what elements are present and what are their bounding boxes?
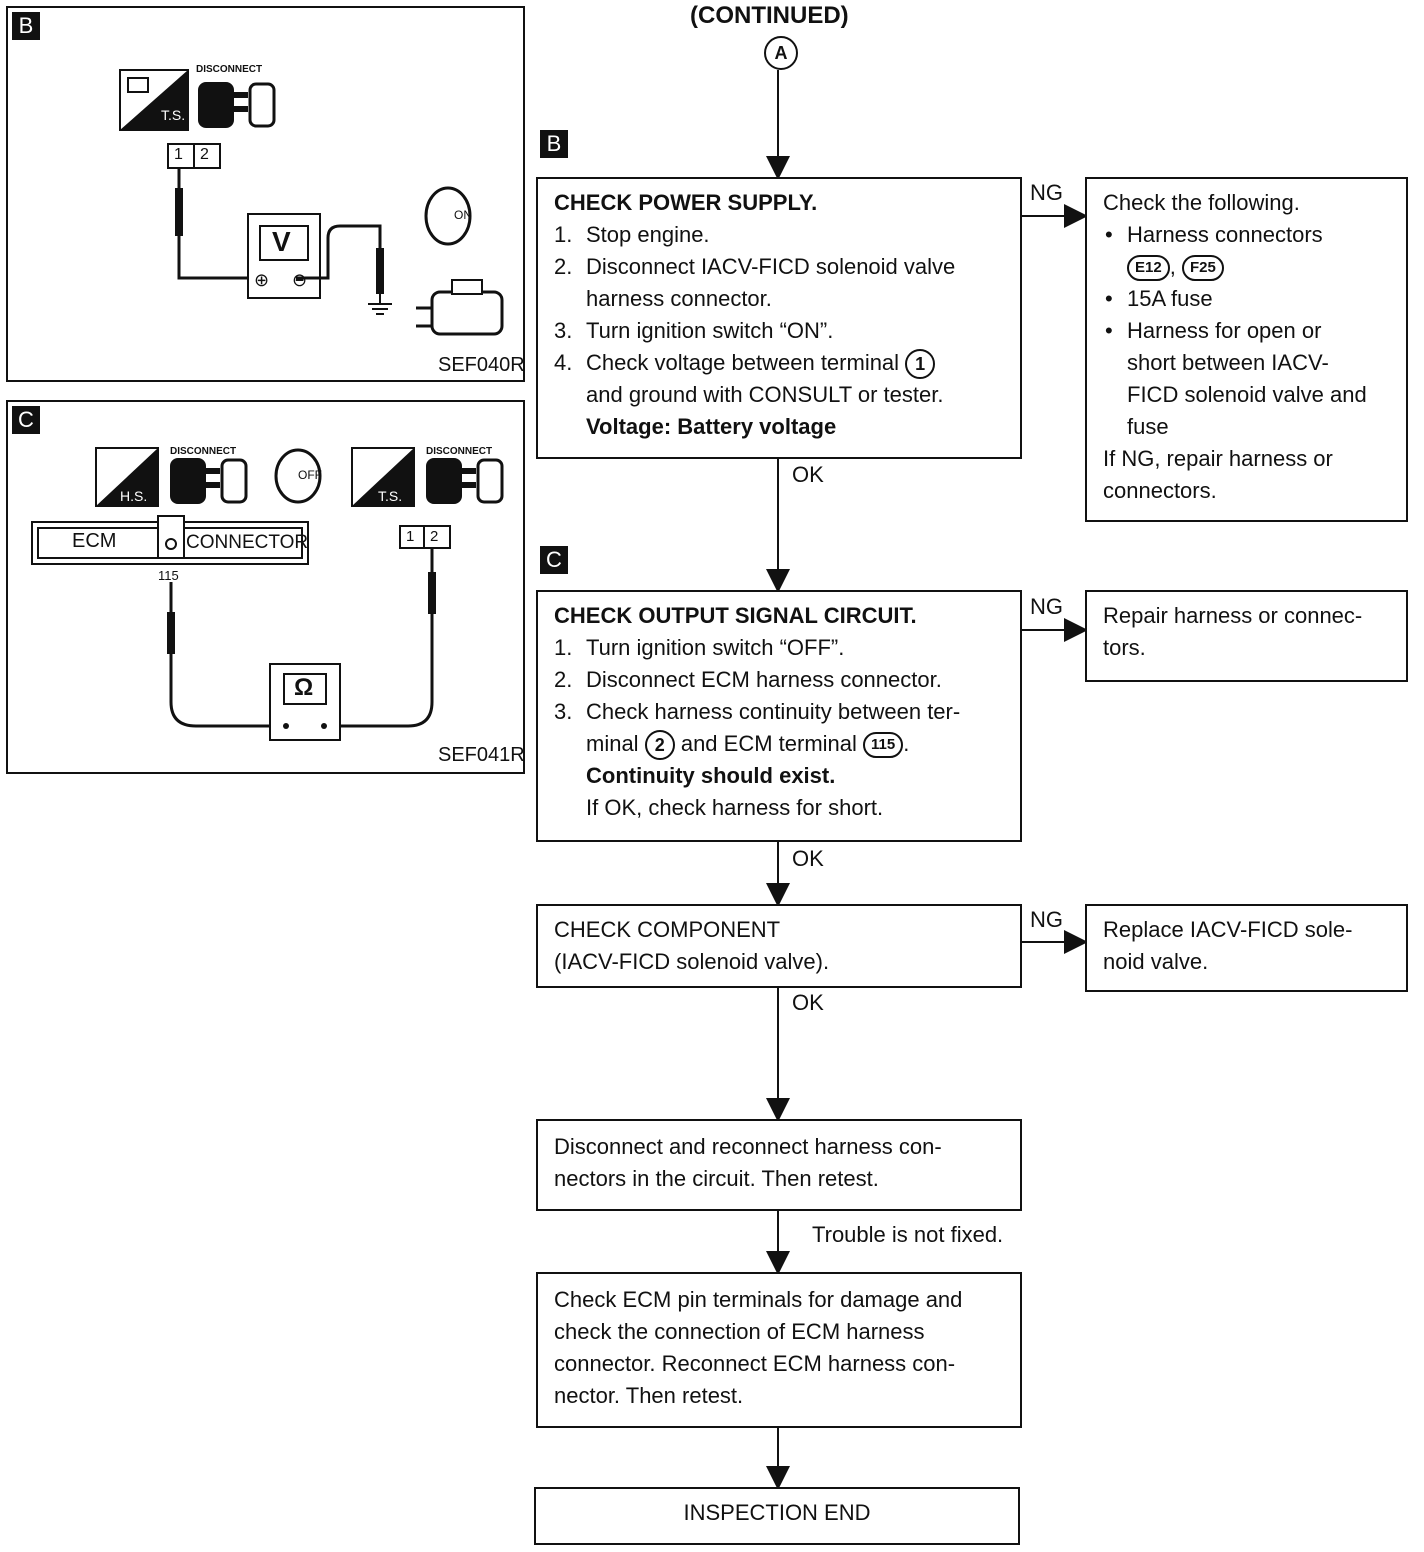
output-step-2: 2.Disconnect ECM harness connector. — [554, 667, 942, 692]
component-ng-line-2: noid valve. — [1103, 949, 1209, 974]
ohmmeter-label: Ω — [294, 674, 314, 701]
diagram-c-code: SEF041R — [438, 744, 525, 766]
output-step-1: 1.Turn ignition switch “OFF”. — [554, 635, 845, 660]
step-c-tag: C — [540, 546, 568, 574]
power-step-2b: harness connector. — [586, 286, 772, 311]
hs-icon — [95, 447, 159, 507]
component-ng-box: Replace IACV-FICD sole- noid valve. — [1085, 904, 1408, 992]
power-step-1: 1.Stop engine. — [554, 222, 710, 247]
diagram-c-drawing — [31, 447, 504, 741]
check-component-box: CHECK COMPONENT (IACV-FICD solenoid valv… — [536, 904, 1022, 988]
hs-label: H.S. — [120, 488, 148, 504]
output-step-3: 3.Check harness continuity between ter- — [554, 699, 961, 724]
power-ng-outro-1: If NG, repair harness or — [1103, 446, 1333, 471]
diagram-b-panel: B — [6, 6, 525, 382]
ecm-check-line-1: Check ECM pin terminals for damage and — [554, 1287, 963, 1312]
ng-label-power: NG — [1030, 180, 1063, 205]
inspection-end-box: INSPECTION END — [534, 1487, 1020, 1545]
power-ng-bullet-2: 15A fuse — [1103, 283, 1390, 315]
output-ng-line-2: tors. — [1103, 635, 1146, 660]
diagram-c-tag: C — [12, 406, 40, 434]
ecm-check-line-4: nector. Then retest. — [554, 1383, 744, 1408]
power-ng-bullet-1: Harness connectors — [1103, 219, 1390, 251]
component-line-2: (IACV-FICD solenoid valve). — [554, 949, 830, 974]
pin-1-label: 1 — [174, 146, 183, 163]
diagram-c-panel: C — [6, 400, 525, 774]
power-spec: Voltage: Battery voltage — [586, 414, 837, 440]
check-power-supply-box: CHECK POWER SUPPLY. 1.Stop engine. 2.Dis… — [536, 177, 1022, 459]
output-signal-heading: CHECK OUTPUT SIGNAL CIRCUIT. — [554, 603, 917, 628]
ts-icon — [119, 69, 189, 131]
power-ng-intro: Check the following. — [1103, 190, 1300, 215]
ecm-check-line-2: check the connection of ECM harness — [554, 1319, 925, 1344]
component-ng-line-1: Replace IACV-FICD sole- — [1103, 917, 1353, 942]
ignition-key-icon — [424, 186, 472, 246]
disconnect-icon-2 — [426, 458, 504, 504]
connector-a-marker: A — [764, 36, 798, 70]
power-ng-bullet-3: Harness for open or — [1103, 315, 1390, 347]
pin-2-label: 2 — [200, 146, 209, 163]
power-ng-outro-2: connectors. — [1103, 478, 1217, 503]
ecm-check-box: Check ECM pin terminals for damage and c… — [536, 1272, 1022, 1428]
reconnect-line-2: nectors in the circuit. Then retest. — [554, 1166, 879, 1191]
power-supply-heading: CHECK POWER SUPPLY. — [554, 190, 818, 215]
ecm-terminal-115-marker: 115 — [863, 732, 904, 759]
pin-115-label: 115 — [158, 568, 179, 583]
page-title: (CONTINUED) — [690, 2, 849, 29]
reconnect-line-1: Disconnect and reconnect harness con- — [554, 1134, 942, 1159]
check-output-signal-box: CHECK OUTPUT SIGNAL CIRCUIT. 1.Turn igni… — [536, 590, 1022, 842]
ecm-label: ECM — [72, 530, 117, 552]
engine-icon — [416, 279, 504, 336]
diagram-b-tag: B — [12, 12, 40, 40]
diagram-b-drawing — [119, 69, 504, 336]
step-b-tag: B — [540, 130, 568, 158]
power-step-4: 4.Check voltage between terminal 1 — [554, 347, 1004, 380]
component-line-1: CHECK COMPONENT — [554, 917, 781, 942]
output-ng-box: Repair harness or connec- tors. — [1085, 590, 1408, 682]
output-ng-line-1: Repair harness or connec- — [1103, 603, 1363, 628]
output-spec: Continuity should exist. — [586, 763, 836, 789]
ok-label-power: OK — [792, 462, 824, 487]
voltmeter-label: V — [272, 226, 291, 257]
power-ng-bullet-3c: FICD solenoid valve and — [1127, 382, 1367, 407]
ok-label-component: OK — [792, 990, 824, 1015]
ts-icon-2 — [351, 447, 415, 507]
key-off-label: OFF — [298, 468, 322, 482]
ts-label: T.S. — [161, 107, 186, 123]
power-step-4b: and ground with CONSULT or tester. — [586, 382, 944, 408]
power-ng-bullet-3d: fuse — [1127, 414, 1169, 439]
disconnect-label: DISCONNECT — [196, 64, 263, 75]
ng-label-output: NG — [1030, 594, 1063, 619]
output-step-3b: minal 2 and ECM terminal 115. — [554, 728, 1004, 761]
key-on-label: ON — [454, 208, 472, 222]
meter-minus: ⊖ — [292, 270, 308, 290]
power-step-2: 2.Disconnect IACV-FICD solenoid valve — [554, 254, 956, 279]
power-ng-box: Check the following. Harness connectors … — [1085, 177, 1408, 522]
disconnect-label-2: DISCONNECT — [426, 446, 493, 457]
power-ng-connectors: E12, F25 — [1103, 251, 1390, 283]
terminal-2-marker: 2 — [644, 730, 675, 761]
output-note: If OK, check harness for short. — [586, 795, 884, 821]
ts-label-2: T.S. — [378, 488, 403, 504]
ok-label-output: OK — [792, 846, 824, 871]
diagram-b-code: SEF040R — [438, 354, 525, 376]
disconnect-icon-1 — [170, 458, 248, 504]
disconnect-icon — [198, 82, 276, 128]
ecm-check-line-3: connector. Reconnect ECM harness con- — [554, 1351, 956, 1376]
power-ng-bullet-3b: short between IACV- — [1127, 350, 1329, 375]
c-pin-2-label: 2 — [430, 528, 439, 545]
meter-plus: ⊕ — [254, 270, 270, 290]
c-pin-1-label: 1 — [406, 528, 415, 545]
terminal-1-marker: 1 — [905, 349, 936, 380]
reconnect-box: Disconnect and reconnect harness con- ne… — [536, 1119, 1022, 1211]
ignition-key-off-icon — [274, 448, 322, 504]
disconnect-label-1: DISCONNECT — [170, 446, 237, 457]
power-step-3: 3.Turn ignition switch “ON”. — [554, 318, 834, 343]
trouble-not-fixed-label: Trouble is not fixed. — [812, 1222, 1004, 1247]
connector-label: CONNECTOR — [186, 532, 309, 553]
ng-label-component: NG — [1030, 907, 1063, 932]
